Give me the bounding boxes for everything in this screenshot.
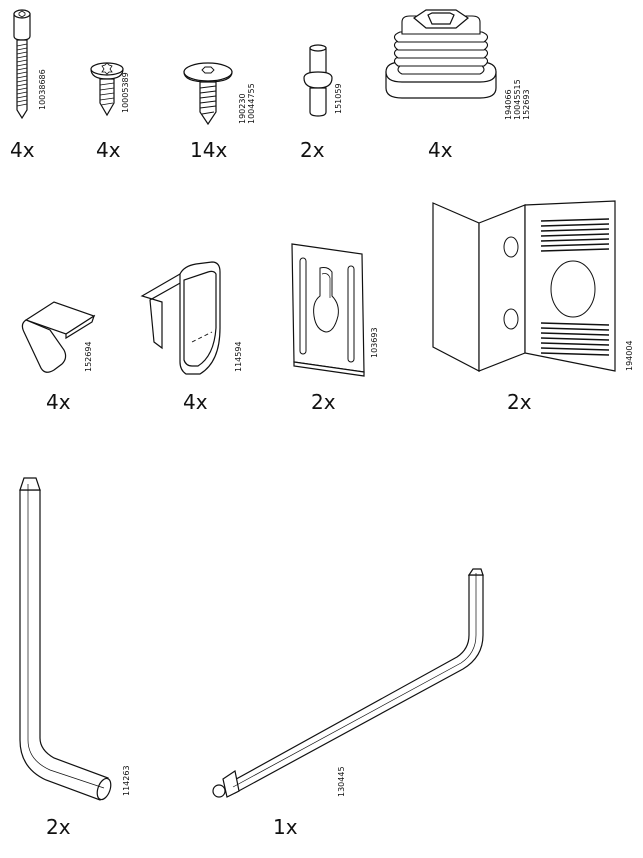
hex-key-small-icon (10, 470, 150, 810)
part-short-screw: 10005389 (85, 55, 145, 135)
long-bolt-icon (0, 0, 60, 130)
quantity-label: 4x (96, 138, 121, 162)
quantity-label: 1x (273, 815, 298, 839)
part-hook-bracket: 114594 (140, 262, 250, 382)
article-number: 10038686 (38, 69, 47, 110)
part-keyhole-plate: 103693 (280, 240, 390, 380)
quantity-label: 4x (10, 138, 35, 162)
article-number: 114263 (122, 765, 131, 796)
quantity-label: 4x (428, 138, 453, 162)
keyhole-plate-icon (280, 240, 390, 380)
hex-screw-icon (180, 50, 260, 140)
part-hex-screw: 190230 10044755 (180, 50, 260, 140)
article-number: 114594 (234, 341, 243, 372)
part-hex-key-small: 114263 (10, 470, 150, 810)
shelf-pin-icon (290, 40, 350, 130)
part-angle-bracket: 194004 (425, 195, 643, 380)
part-shelf-pin: 151059 (290, 40, 350, 130)
article-number: 103693 (370, 327, 379, 358)
quantity-label: 2x (311, 390, 336, 414)
article-number: 10005389 (121, 72, 130, 113)
part-long-bolt: 10038686 (0, 0, 60, 130)
article-number: 152694 (84, 341, 93, 372)
quantity-label: 2x (46, 815, 71, 839)
quantity-label: 14x (190, 138, 228, 162)
quantity-label: 2x (507, 390, 532, 414)
part-ribbed-foot: 194066 10045515 152693 (380, 10, 531, 130)
article-number: 194004 (625, 340, 634, 371)
hook-bracket-icon (140, 262, 250, 382)
angle-bracket-icon (425, 195, 643, 380)
article-number: 151059 (334, 83, 343, 114)
torx-screw-icon (85, 55, 145, 135)
ribbed-foot-icon (380, 10, 530, 130)
part-spring-clip: 152694 (10, 290, 100, 390)
article-number: 194066 10045515 152693 (504, 79, 531, 120)
part-hex-key-large: 130445 (205, 565, 505, 805)
article-number: 190230 10044755 (238, 83, 256, 124)
spring-clip-icon (10, 290, 100, 390)
quantity-label: 2x (300, 138, 325, 162)
quantity-label: 4x (183, 390, 208, 414)
quantity-label: 4x (46, 390, 71, 414)
article-number: 130445 (337, 766, 346, 797)
hex-key-large-icon (205, 565, 505, 805)
